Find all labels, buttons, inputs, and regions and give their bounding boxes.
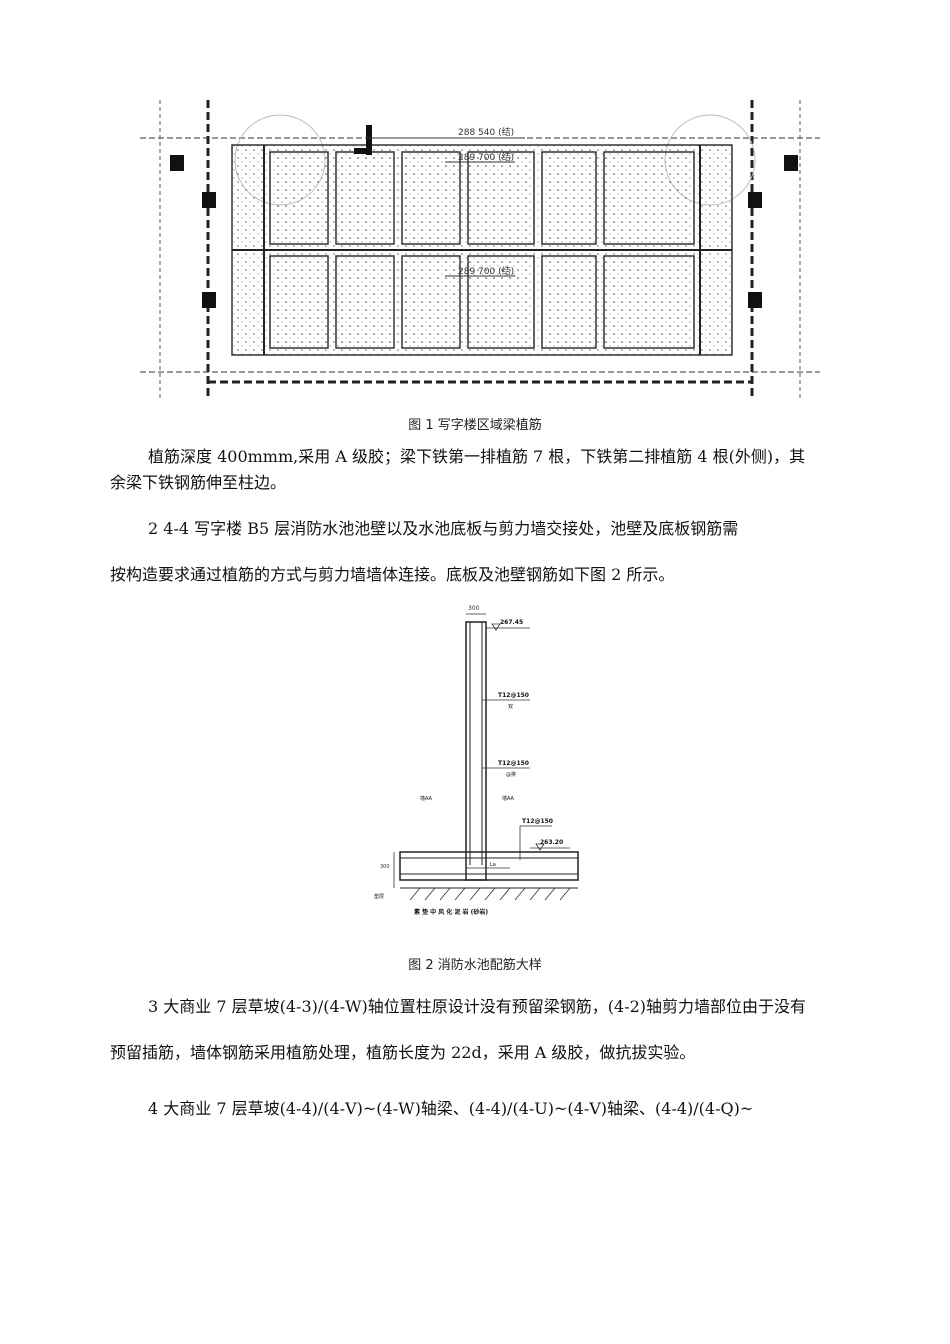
figure-1-label-3: 289 700 (结) xyxy=(458,265,514,277)
figure-2-bottom-left: 垫层 xyxy=(374,893,384,900)
figure-2-drawing: 300 267.45 T12@150 双 T12@150 @排 T12@150 … xyxy=(374,605,579,916)
figure-2-rebar-2: T12@150 xyxy=(498,760,529,767)
paragraph-1-line-1: 植筋深度 400mmm,采用 A 级胶；梁下铁第一排植筋 7 根，下铁第二排植筋… xyxy=(148,447,806,466)
figure-2-la: La xyxy=(490,862,496,868)
paragraph-2-line-2: 按构造要求通过植筋的方式与剪力墙墙体连接。底板及池壁钢筋如下图 2 所示。 xyxy=(110,565,675,584)
figure-2-caption: 图 2 消防水池配筋大样 xyxy=(408,958,542,973)
figure-2-rebar-1-sub: 双 xyxy=(508,704,513,710)
figure-2-side-dim: 300 xyxy=(380,864,390,870)
figure-2-rebar-2-sub: @排 xyxy=(506,771,516,778)
figure-2-left-label: 墙AA xyxy=(420,795,433,802)
figure-2-bottom-note: 素 垫 中 风 化 泥 岩 (砂岩) xyxy=(413,908,488,916)
paragraph-4-line-1: 4 大商业 7 层草坡(4-4)/(4-V)~(4-W)轴梁、(4-4)/(4-… xyxy=(148,1099,754,1118)
figure-2-rebar-1: T12@150 xyxy=(498,692,529,699)
figure-2-rebar-3: T12@150 xyxy=(522,818,553,825)
paragraph-3-line-2: 预留插筋，墙体钢筋采用植筋处理，植筋长度为 22d，采用 A 级胶，做抗拔实验。 xyxy=(110,1043,696,1062)
figure-2-elev-top: 267.45 xyxy=(500,619,523,626)
paragraph-3-line-1: 3 大商业 7 层草坡(4-3)/(4-W)轴位置柱原设计没有预留梁钢筋，(4-… xyxy=(148,997,807,1016)
figure-1-label-2: 289 700 (结) xyxy=(458,151,514,163)
figure-2-elev-bottom: 263.20 xyxy=(540,839,563,846)
figure-1-label-1: 288 540 (结) xyxy=(458,126,514,138)
figure-2-right-label: 墙AA xyxy=(502,795,515,802)
figure-1-drawing: 288 540 (结) 289 700 (结) 289 700 (结) xyxy=(140,100,820,400)
figure-1-caption: 图 1 写字楼区域梁植筋 xyxy=(408,418,542,433)
figure-2-top-dim: 300 xyxy=(468,605,480,612)
paragraph-1-line-2: 余梁下铁钢筋伸至柱边。 xyxy=(110,473,287,492)
paragraph-2-line-1: 2 4-4 写字楼 B5 层消防水池池壁以及水池底板与剪力墙交接处，池壁及底板钢… xyxy=(148,519,739,538)
